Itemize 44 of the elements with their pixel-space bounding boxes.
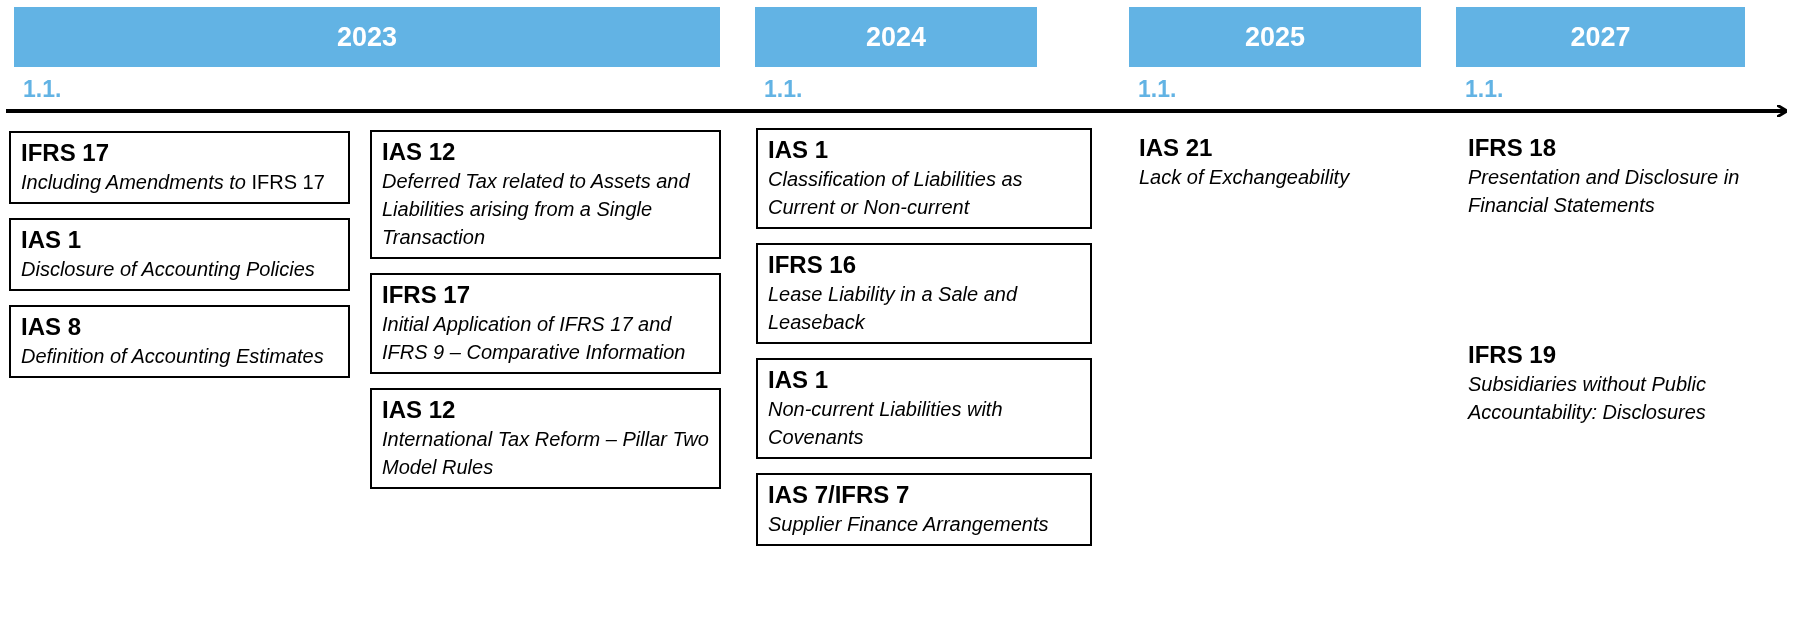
- standard-card: [756, 243, 1092, 344]
- amendment-title: Definition of Accounting Estimates: [21, 344, 325, 369]
- standard-name: IAS 8: [21, 312, 83, 342]
- amendment-title: Disclosure of Accounting Policies: [21, 257, 316, 282]
- standard-name: IAS 12: [382, 137, 457, 167]
- standard-card: [756, 473, 1092, 546]
- amendment-title: Lease Liability in a Sale and Leaseback: [768, 282, 1019, 335]
- date-label: 1.1.: [23, 76, 62, 103]
- standard-card: [370, 273, 721, 374]
- standard-name: IAS 1: [21, 225, 83, 255]
- amendment-title: Lack of Exchangeability: [1139, 165, 1351, 190]
- standard-card: [370, 388, 721, 489]
- standard-name: IFRS 16: [768, 250, 858, 280]
- standard-card: [9, 131, 350, 204]
- standard-name: IFRS 17: [21, 138, 111, 168]
- amendment-title: Presentation and Disclosure in Financial Statements: [1468, 165, 1741, 218]
- standard-name: IFRS 18: [1468, 133, 1558, 163]
- amendment-title: Supplier Finance Arrangements: [768, 512, 1050, 537]
- amendment-title: Subsidiaries without Public Accountability: Disclosures: [1468, 372, 1707, 425]
- standard-name: IFRS 19: [1468, 340, 1558, 370]
- standard-name: IAS 12: [382, 395, 457, 425]
- date-label: 1.1.: [1138, 76, 1177, 103]
- standard-card: [756, 358, 1092, 459]
- standard-card: [9, 305, 350, 378]
- amendment-title: Non-current Liabilities with Covenants: [768, 397, 1004, 450]
- year-banner: 2024: [755, 7, 1037, 67]
- amendment-title: Classification of Liabilities as Current or Non-current: [768, 167, 1024, 220]
- standard-card: [370, 130, 721, 259]
- standard-card: [756, 128, 1092, 229]
- amendment-title: Initial Application of IFRS 17 and IFRS 9 – Comparative Information: [382, 312, 687, 365]
- standard-name: IAS 21: [1139, 133, 1214, 163]
- amendment-title: Including Amendments to IFRS 17: [21, 170, 326, 195]
- year-banner: 2027: [1456, 7, 1745, 67]
- amendment-title: International Tax Reform – Pillar Two Model Rules: [382, 427, 709, 480]
- year-banner: 2023: [14, 7, 720, 67]
- year-banner: 2025: [1129, 7, 1421, 67]
- standard-name: IAS 1: [768, 365, 830, 395]
- standard-card: [9, 218, 350, 291]
- date-label: 1.1.: [764, 76, 803, 103]
- date-label: 1.1.: [1465, 76, 1504, 103]
- standard-name: IFRS 17: [382, 280, 472, 310]
- amendment-title: Deferred Tax related to Assets and Liabilities arising from a Single Transaction: [382, 169, 691, 250]
- standard-name: IAS 7/IFRS 7: [768, 480, 911, 510]
- standard-name: IAS 1: [768, 135, 830, 165]
